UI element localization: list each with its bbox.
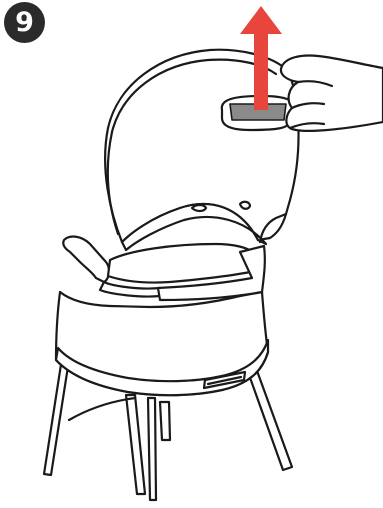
seat-pad bbox=[108, 244, 252, 283]
leg-front-left bbox=[44, 358, 69, 475]
backrest-slot-left bbox=[192, 205, 206, 211]
backrest bbox=[105, 50, 298, 250]
leg-front-right bbox=[248, 368, 292, 470]
backrest-slot-right bbox=[240, 202, 250, 209]
leg-crossbar bbox=[69, 398, 135, 420]
leg-back-left bbox=[126, 395, 145, 494]
leg-back-right bbox=[148, 398, 156, 500]
leg-back-middle bbox=[160, 402, 170, 440]
hand-illustration bbox=[281, 55, 383, 130]
chair-seat bbox=[56, 292, 268, 395]
